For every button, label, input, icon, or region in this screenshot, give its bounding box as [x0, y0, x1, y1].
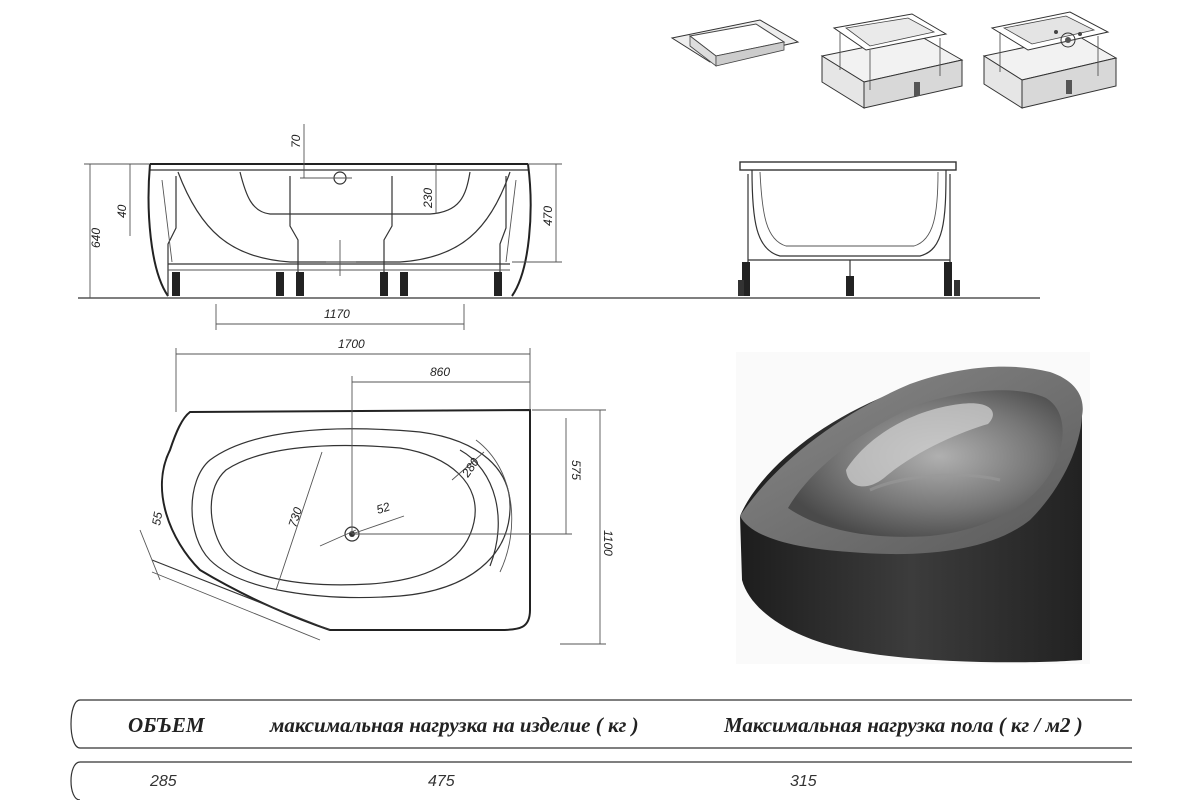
table-value-volume: 285	[149, 773, 177, 790]
table-header-max-load-floor: Максимальная нагрузка пола ( кг / м2 )	[723, 713, 1083, 737]
dim-drain-r: 52	[375, 499, 392, 517]
dim-corner: 55	[149, 511, 165, 527]
table-header-max-load-product: максимальная нагрузка на изделие ( кг )	[269, 713, 639, 737]
dim-width: 1100	[601, 530, 615, 556]
plan-view	[139, 348, 606, 645]
spec-table	[70, 699, 1132, 800]
dim-height-inner: 40	[115, 204, 129, 218]
thumbnail-bath-only	[670, 19, 800, 67]
end-elevation-view	[738, 161, 960, 296]
side-elevation-view	[78, 124, 1040, 330]
dim-depth: 470	[541, 206, 555, 226]
bathtub-3d-render	[736, 352, 1090, 664]
table-value-max-load-floor: 315	[790, 773, 817, 790]
table-value-max-load-product: 475	[428, 773, 455, 790]
dim-drain-top: 70	[289, 134, 303, 148]
dim-length: 1700	[338, 337, 365, 351]
dim-offset: 860	[430, 365, 450, 379]
table-header-volume: ОБЪЕМ	[128, 713, 206, 737]
dim-bowl: 730	[286, 505, 306, 529]
thumbnail-bath-with-frame	[820, 13, 964, 109]
dim-drain-depth: 230	[421, 188, 435, 209]
thumbnail-bath-with-hydromassage	[982, 11, 1118, 109]
dim-height-total: 640	[89, 228, 103, 248]
dim-legs-span: 1170	[324, 307, 350, 321]
dim-drain-y: 575	[569, 460, 583, 480]
